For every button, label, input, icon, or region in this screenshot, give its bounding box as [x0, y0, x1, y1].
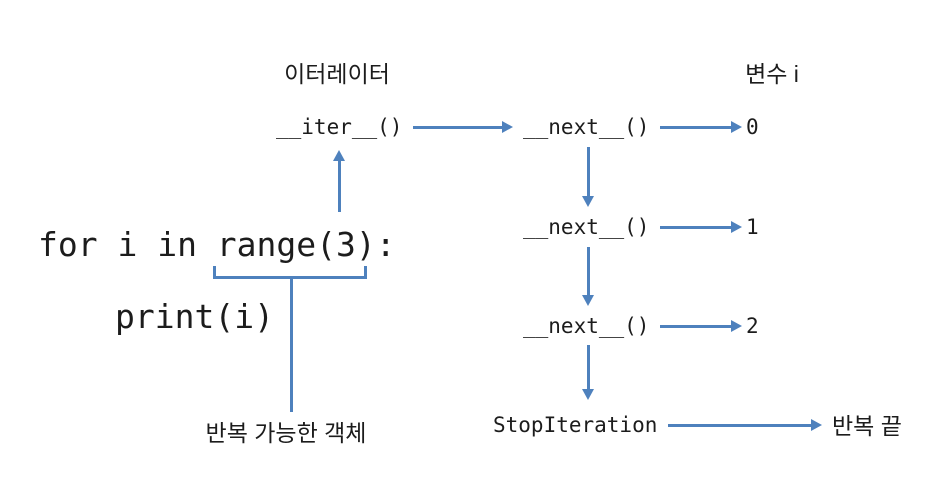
next-method-label-2: __next__() — [523, 215, 650, 239]
stop-iteration-label: StopIteration — [493, 413, 658, 437]
iter-method-label: __iter__() — [276, 115, 403, 139]
next-method-label-3: __next__() — [523, 314, 650, 338]
iter-to-next-arrow — [413, 121, 513, 133]
next3-to-value-arrow — [660, 320, 742, 332]
next2-to-value-arrow — [660, 221, 742, 233]
stop-to-end-arrow — [668, 419, 822, 431]
next1-to-value-arrow — [660, 121, 742, 133]
iterator-column-title: 이터레이터 — [284, 61, 390, 87]
bracket-right-tick — [364, 266, 367, 279]
value-0: 0 — [746, 115, 759, 139]
next2-to-next3-arrow — [582, 247, 594, 306]
code-print-line: print(i) — [115, 297, 274, 336]
next-method-label-1: __next__() — [523, 115, 650, 139]
value-1: 1 — [746, 215, 759, 239]
next1-to-next2-arrow — [582, 147, 594, 207]
loop-end-label: 반복 끝 — [832, 413, 902, 439]
bracket-stem — [290, 276, 293, 412]
next3-to-stop-arrow — [582, 345, 594, 400]
iterable-object-caption: 반복 가능한 객체 — [205, 420, 367, 446]
bracket-left-tick — [213, 266, 216, 279]
value-2: 2 — [746, 314, 759, 338]
range-to-iter-arrow — [333, 150, 345, 212]
variable-i-column-title: 변수 i — [745, 61, 799, 87]
code-for-line: for i in range(3): — [38, 225, 396, 264]
